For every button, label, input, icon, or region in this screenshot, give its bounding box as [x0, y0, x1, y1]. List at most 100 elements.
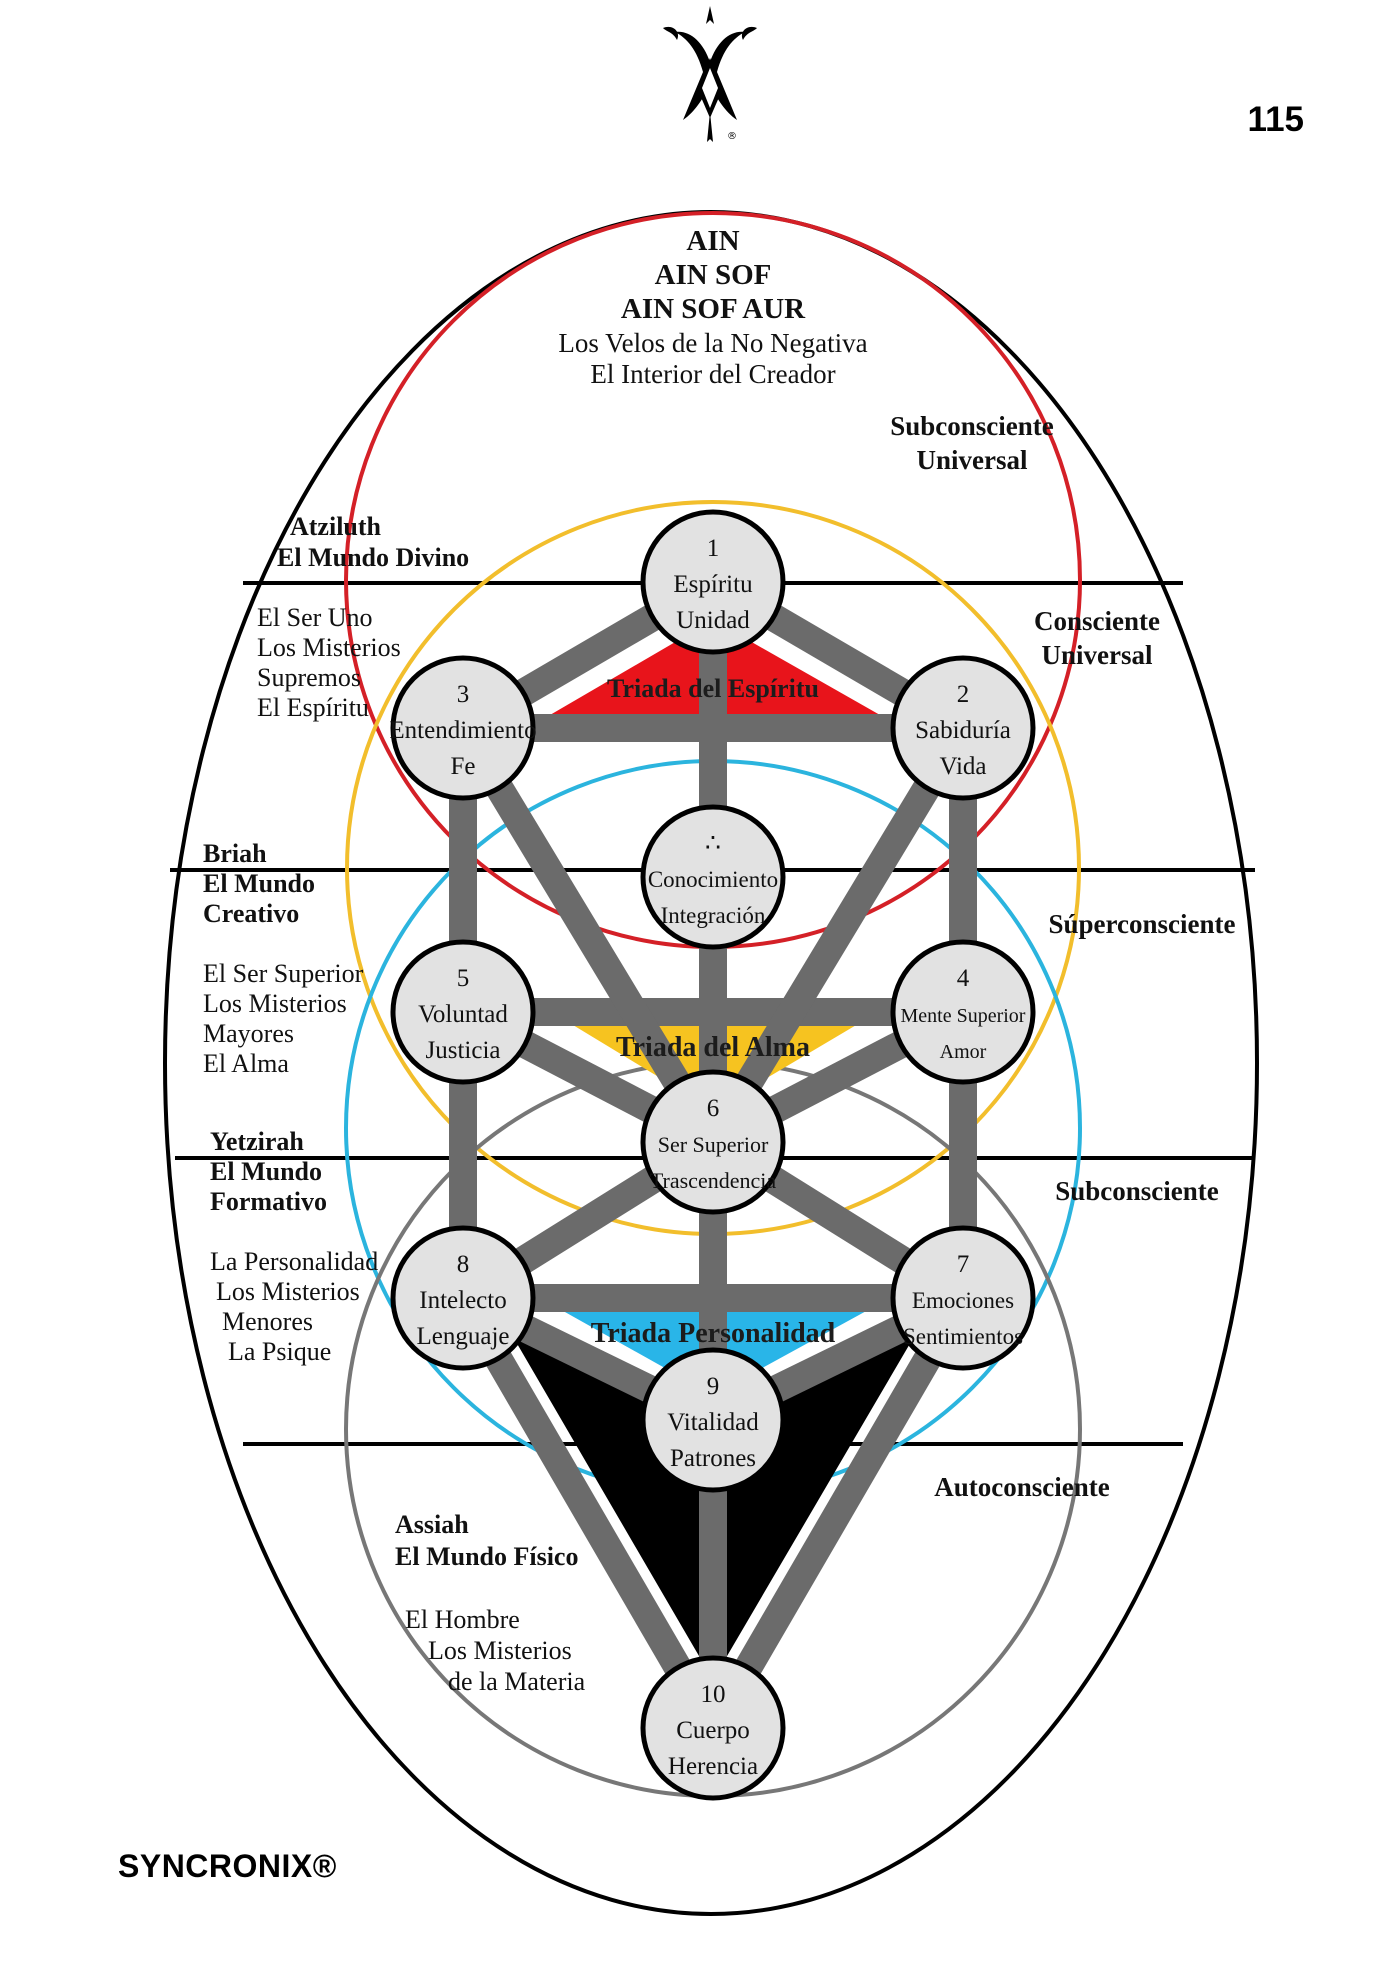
atziluth-title-2: El Mundo Divino	[277, 543, 469, 572]
sefira-number: 5	[457, 965, 470, 992]
sefira-line-1: Voluntad	[418, 1001, 508, 1028]
sefira-line-1: Conocimiento	[648, 867, 778, 892]
briah-title-1: Briah	[203, 839, 267, 868]
sefira-circle	[640, 1069, 786, 1215]
label-subconsciente-universal-1: Subconsciente	[890, 411, 1054, 441]
assiah-title-2: El Mundo Físico	[395, 1542, 578, 1571]
header-subtitle-1: Los Velos de la No Negativa	[558, 328, 867, 358]
briah-title-2: El Mundo	[203, 869, 315, 898]
sefira-line-2: Amor	[940, 1041, 987, 1063]
assiah-desc-1: El Hombre	[405, 1605, 520, 1634]
sefira-number: 9	[707, 1373, 720, 1400]
sefira-circle	[890, 1225, 1036, 1371]
sefira-circle	[890, 939, 1036, 1085]
ain-header: AIN AIN SOF AIN SOF AUR Los Velos de la …	[558, 225, 867, 389]
briah-desc-4: El Alma	[203, 1049, 289, 1078]
label-subconsciente-universal-2: Universal	[917, 445, 1028, 475]
sefira-line-1: Ser Superior	[658, 1132, 769, 1157]
sefira-line-2: Integración	[661, 903, 766, 928]
triad-personality-label: Triada Personalidad	[591, 1318, 836, 1349]
sefira-line-2: Justicia	[426, 1037, 501, 1064]
briah-desc-3: Mayores	[203, 1019, 294, 1048]
sefira-line-2: Vida	[939, 753, 986, 780]
sefira-line-2: Trascendencia	[650, 1168, 776, 1193]
sefira-line-1: Cuerpo	[676, 1717, 750, 1744]
sefira-line-1: Emociones	[912, 1288, 1014, 1313]
sefira-number: 3	[457, 681, 470, 708]
briah-desc-2: Los Misterios	[203, 989, 347, 1018]
sefira-line-2: Lenguaje	[416, 1323, 509, 1350]
emblem-logo: ®	[663, 6, 757, 142]
atziluth-desc-1: El Ser Uno	[257, 603, 373, 632]
label-consciente-universal-1: Consciente	[1034, 606, 1160, 636]
sefira-number: 4	[957, 965, 970, 992]
consciousness-labels: Subconsciente Universal Consciente Unive…	[890, 411, 1235, 1502]
yetzirah-title-2: El Mundo	[210, 1157, 322, 1186]
sefira-circle	[390, 939, 536, 1085]
briah-desc-1: El Ser Superior	[203, 959, 364, 988]
atziluth-desc-2: Los Misterios	[257, 633, 401, 662]
assiah-desc-2: Los Misterios	[428, 1636, 572, 1665]
label-subconsciente: Subconsciente	[1055, 1176, 1219, 1206]
sefira-line-2: Sentimientos	[903, 1324, 1023, 1349]
footer-brand: SYNCRONIX®	[118, 1848, 337, 1884]
sefira-number: 6	[707, 1095, 720, 1122]
sefira-circle	[640, 1655, 786, 1801]
sefira-number: 7	[957, 1251, 970, 1278]
sefira-line-2: Unidad	[676, 607, 750, 634]
sefira-line-1: Intelecto	[419, 1287, 506, 1314]
sefira-number: ∴	[705, 830, 721, 857]
briah-title-3: Creativo	[203, 899, 299, 928]
assiah-desc-3: de la Materia	[448, 1667, 586, 1696]
yetzirah-desc-2: Los Misterios	[216, 1277, 360, 1306]
sefira-number: 1	[707, 535, 720, 562]
sefira-line-1: Vitalidad	[667, 1409, 759, 1436]
sefira-circle	[640, 509, 786, 655]
header-line-3: AIN SOF AUR	[621, 293, 806, 325]
sefira-line-1: Sabiduría	[915, 717, 1011, 744]
sefira-line-2: Fe	[451, 753, 476, 780]
page-number: 115	[1247, 100, 1304, 139]
sefira-number: 2	[957, 681, 970, 708]
yetzirah-desc-3: Menores	[222, 1307, 313, 1336]
atziluth-desc-4: El Espíritu	[257, 693, 369, 722]
svg-text:®: ®	[727, 131, 737, 142]
yetzirah-desc-1: La Personalidad	[210, 1247, 378, 1276]
sefira-circle	[640, 1347, 786, 1493]
sefira-circle	[390, 1225, 536, 1371]
header-line-1: AIN	[686, 225, 739, 257]
yetzirah-desc-4: La Psique	[228, 1337, 331, 1366]
triad-spirit-label: Triada del Espíritu	[607, 674, 819, 703]
atziluth-title-1: Atziluth	[290, 512, 382, 541]
sefira-line-1: Mente Superior	[901, 1005, 1026, 1027]
sefira-line-2: Patrones	[670, 1445, 756, 1472]
sefira-circle	[640, 804, 786, 950]
label-autoconsciente: Autoconsciente	[934, 1472, 1109, 1502]
sefira-number: 8	[457, 1251, 470, 1278]
triad-soul-label: Triada del Alma	[616, 1032, 810, 1063]
sefira-line-1: Entendimiento	[389, 717, 536, 744]
sefira-line-2: Herencia	[668, 1753, 758, 1780]
label-superconsciente: Súperconsciente	[1049, 909, 1236, 939]
assiah-title-1: Assiah	[395, 1510, 469, 1539]
yetzirah-title-3: Formativo	[210, 1187, 327, 1216]
header-line-2: AIN SOF	[655, 259, 772, 291]
atziluth-desc-3: Supremos	[257, 663, 361, 692]
sefira-circle	[390, 655, 536, 801]
label-consciente-universal-2: Universal	[1042, 640, 1153, 670]
world-labels: Atziluth El Mundo Divino El Ser Uno Los …	[203, 512, 586, 1696]
sefira-line-1: Espíritu	[673, 571, 753, 598]
sefira-number: 10	[701, 1681, 726, 1708]
